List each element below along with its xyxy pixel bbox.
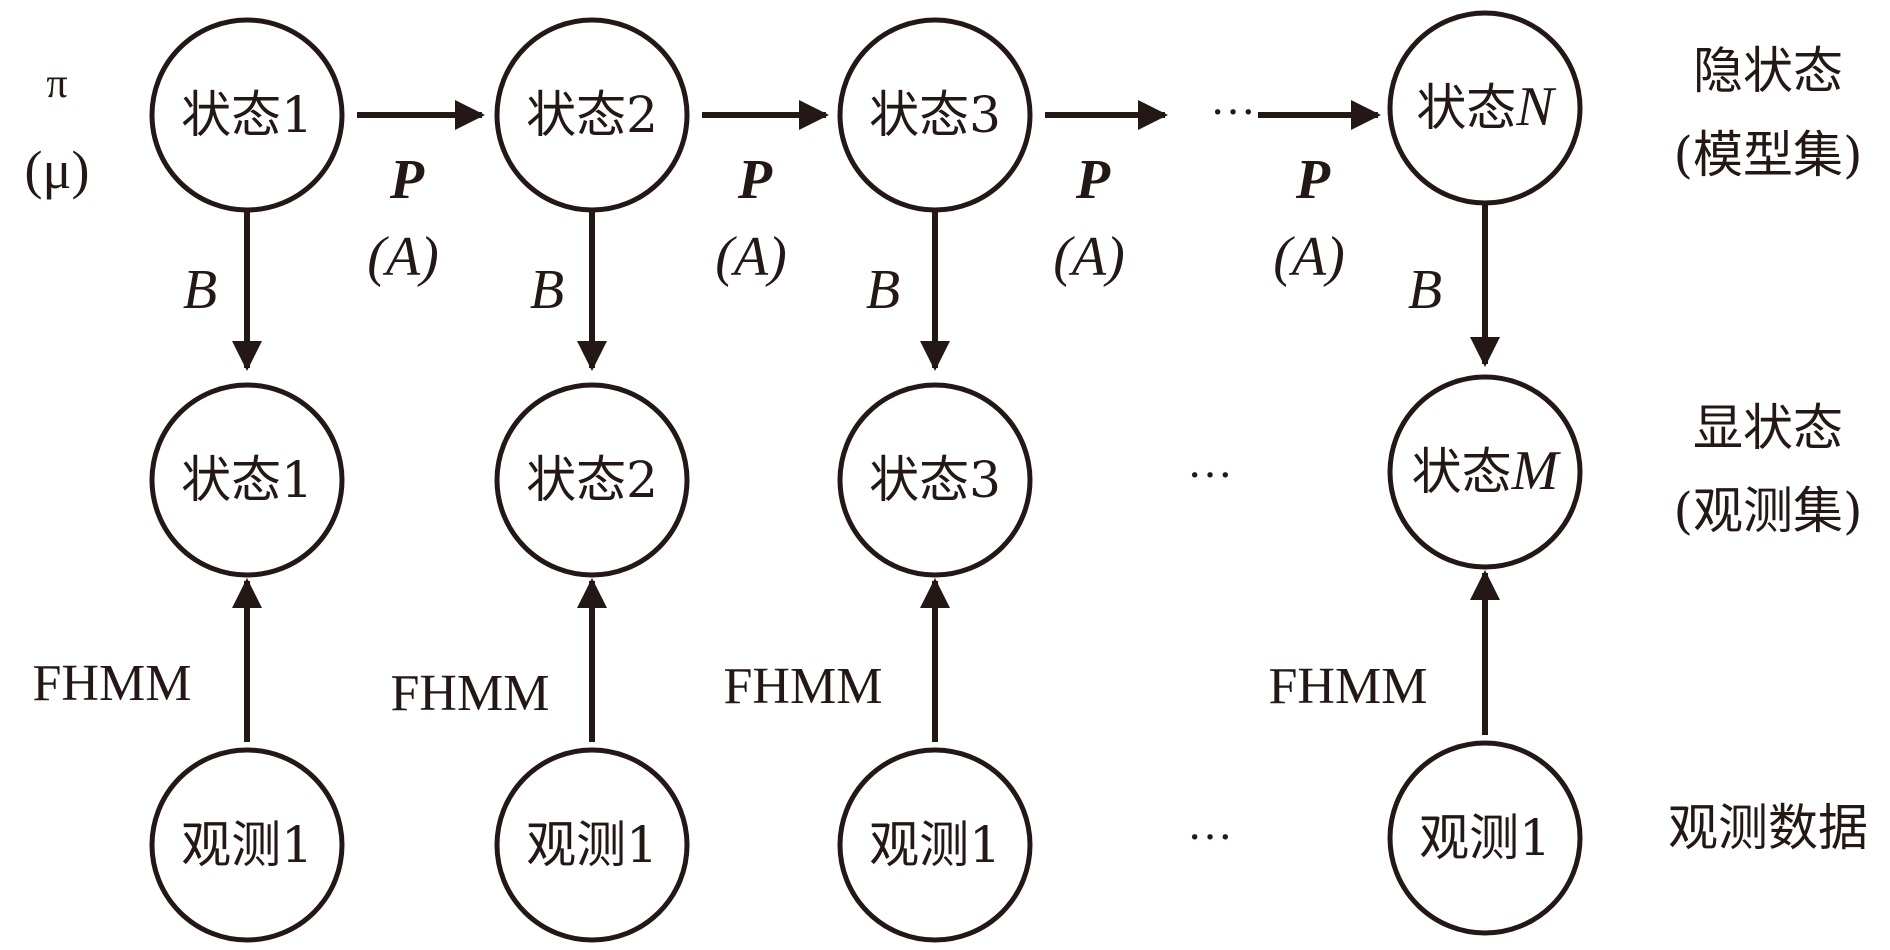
- transition-alt-label: (A): [367, 226, 439, 288]
- hidden-row-title: 隐状态: [1693, 42, 1843, 100]
- transition-alt-label: (A): [715, 226, 787, 288]
- hidden-state-node: 状态2: [494, 17, 690, 213]
- observed-row-subtitle: (观测集): [1673, 482, 1862, 540]
- observed-state-node: 状态1: [149, 382, 345, 578]
- hidden-row-subtitle: (模型集): [1673, 126, 1862, 184]
- hidden-state-node: 状态N: [1387, 10, 1583, 206]
- mu-label: (μ): [25, 140, 90, 200]
- observed-state-node: 状态2: [494, 382, 690, 578]
- emission-label: B: [866, 259, 900, 321]
- emission-label: B: [1408, 259, 1442, 321]
- transition-matrix-label: P: [737, 149, 773, 211]
- observation-data-node: 观测1: [149, 747, 345, 943]
- fhmm-label: FHMM: [33, 655, 192, 712]
- transition-matrix-label: P: [1295, 149, 1331, 211]
- observed-ellipsis: ···: [1187, 449, 1233, 500]
- emission-label: B: [183, 259, 217, 321]
- observed-row-title: 显状态: [1693, 399, 1843, 457]
- transition-matrix-label: P: [1075, 149, 1111, 211]
- data-row-title: 观测数据: [1668, 799, 1868, 857]
- observation-data-node: 观测1: [837, 747, 1033, 943]
- hidden-state-label: 状态2: [526, 86, 658, 144]
- observation-data-label: 观测1: [526, 816, 658, 874]
- hidden-state-node: 状态3: [837, 17, 1033, 213]
- fhmm-label: FHMM: [1269, 658, 1428, 715]
- observation-data-node: 观测1: [1387, 740, 1583, 936]
- observation-data-label: 观测1: [869, 816, 1001, 874]
- observed-state-node: 状态3: [837, 382, 1033, 578]
- observed-state-label: 状态1: [181, 451, 313, 509]
- observation-data-label: 观测1: [181, 816, 313, 874]
- hidden-state-label: 状态N: [1416, 76, 1556, 138]
- fhmm-label: FHMM: [724, 658, 883, 715]
- transition-alt-label: (A): [1273, 226, 1345, 288]
- fhmm-label: FHMM: [391, 665, 550, 722]
- data-ellipsis: ···: [1187, 811, 1233, 862]
- observed-state-label: 状态2: [526, 451, 658, 509]
- hidden-ellipsis: ···: [1210, 86, 1256, 137]
- emission-label: B: [530, 259, 564, 321]
- observed-state-label: 状态M: [1412, 440, 1562, 502]
- observed-state-label: 状态3: [869, 451, 1001, 509]
- hidden-state-node: 状态1: [149, 17, 345, 213]
- hidden-state-label: 状态1: [181, 86, 313, 144]
- hidden-state-label: 状态3: [869, 86, 1001, 144]
- observation-data-node: 观测1: [494, 747, 690, 943]
- observed-state-node: 状态M: [1387, 374, 1583, 570]
- pi-label: π: [46, 61, 67, 107]
- transition-matrix-label: P: [389, 149, 425, 211]
- transition-alt-label: (A): [1053, 226, 1125, 288]
- observation-data-label: 观测1: [1419, 809, 1551, 867]
